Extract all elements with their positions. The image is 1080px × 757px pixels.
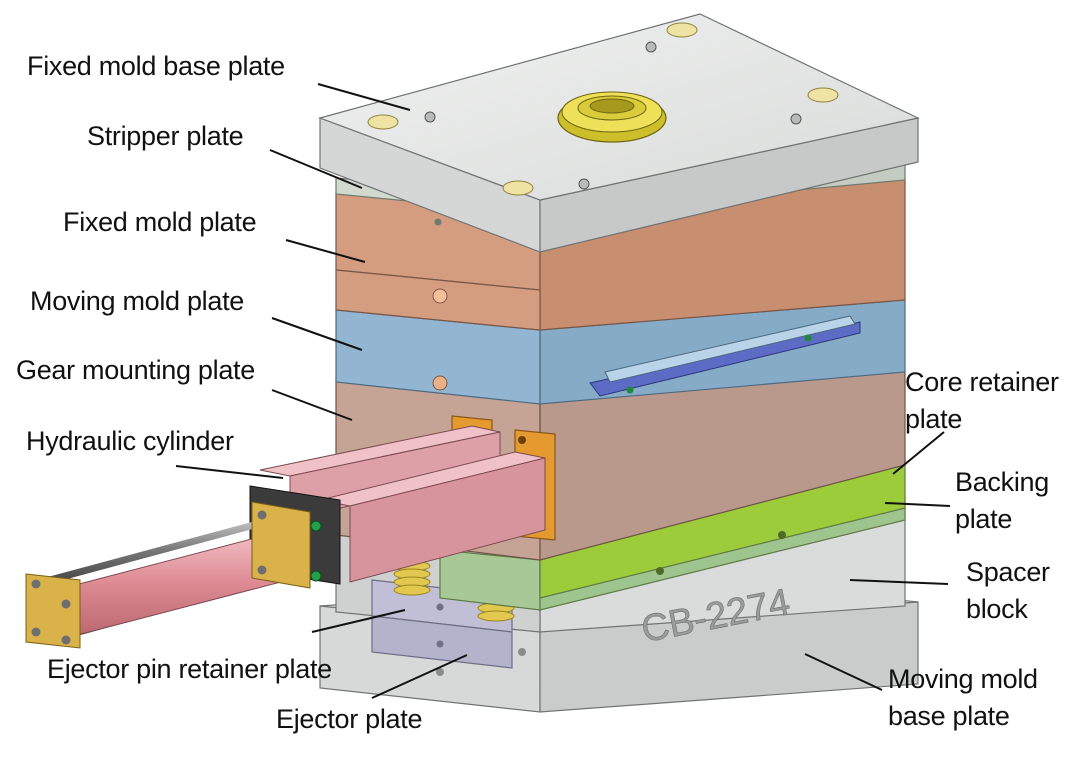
leader-ejector-plate <box>371 654 468 699</box>
leader-spacer-block <box>849 579 949 585</box>
leader-moving-mold-plate <box>271 317 363 351</box>
leader-hydraulic-cylinder <box>175 465 284 479</box>
leader-lines <box>175 83 951 699</box>
label-gear-mounting-plate: Gear mounting plate <box>16 355 255 385</box>
label-moving-mold-base-plate-line2: base plate <box>888 701 1010 732</box>
label-spacer-block: Spacer block <box>966 554 1050 629</box>
label-hydraulic-cylinder: Hydraulic cylinder <box>26 426 234 456</box>
label-spacer-block-line1: Spacer <box>966 557 1050 587</box>
leader-backing-plate <box>884 502 951 507</box>
label-moving-mold-base-plate-line1: Moving mold <box>888 664 1038 694</box>
label-moving-mold-base-plate: Moving mold base plate <box>888 661 1038 736</box>
fixed-mold-base-plate <box>318 13 920 253</box>
label-moving-mold-plate: Moving mold plate <box>30 286 245 316</box>
label-backing-plate: Backing plate <box>955 464 1049 539</box>
label-core-retainer-plate: Core retainer plate <box>905 364 1059 439</box>
label-core-retainer-plate-line1: Core retainer <box>905 367 1059 397</box>
leader-moving-mold-base-plate <box>804 653 883 691</box>
leader-fixed-mold-base-plate <box>317 83 411 111</box>
label-core-retainer-plate-line2: plate <box>905 404 963 435</box>
locating-ring <box>557 91 667 143</box>
label-backing-plate-line1: Backing <box>955 467 1049 497</box>
core-features <box>589 315 861 397</box>
label-spacer-block-line2: block <box>966 594 1028 625</box>
label-fixed-mold-plate: Fixed mold plate <box>63 207 257 237</box>
label-ejector-pin-retainer-plate: Ejector pin retainer plate <box>47 654 332 684</box>
label-stripper-plate: Stripper plate <box>87 121 244 151</box>
leader-ejector-pin-retainer-plate <box>311 609 406 633</box>
leader-core-retainer-plate <box>892 431 945 475</box>
leader-fixed-mold-plate <box>285 239 366 263</box>
hydraulic-cylinder <box>25 415 556 649</box>
label-ejector-plate: Ejector plate <box>276 704 423 734</box>
leader-gear-mounting-plate <box>271 389 353 421</box>
leader-stripper-plate <box>269 149 363 189</box>
label-backing-plate-line2: plate <box>955 504 1013 535</box>
moving-mold-plate <box>335 299 906 405</box>
label-fixed-mold-base-plate: Fixed mold base plate <box>27 51 285 81</box>
